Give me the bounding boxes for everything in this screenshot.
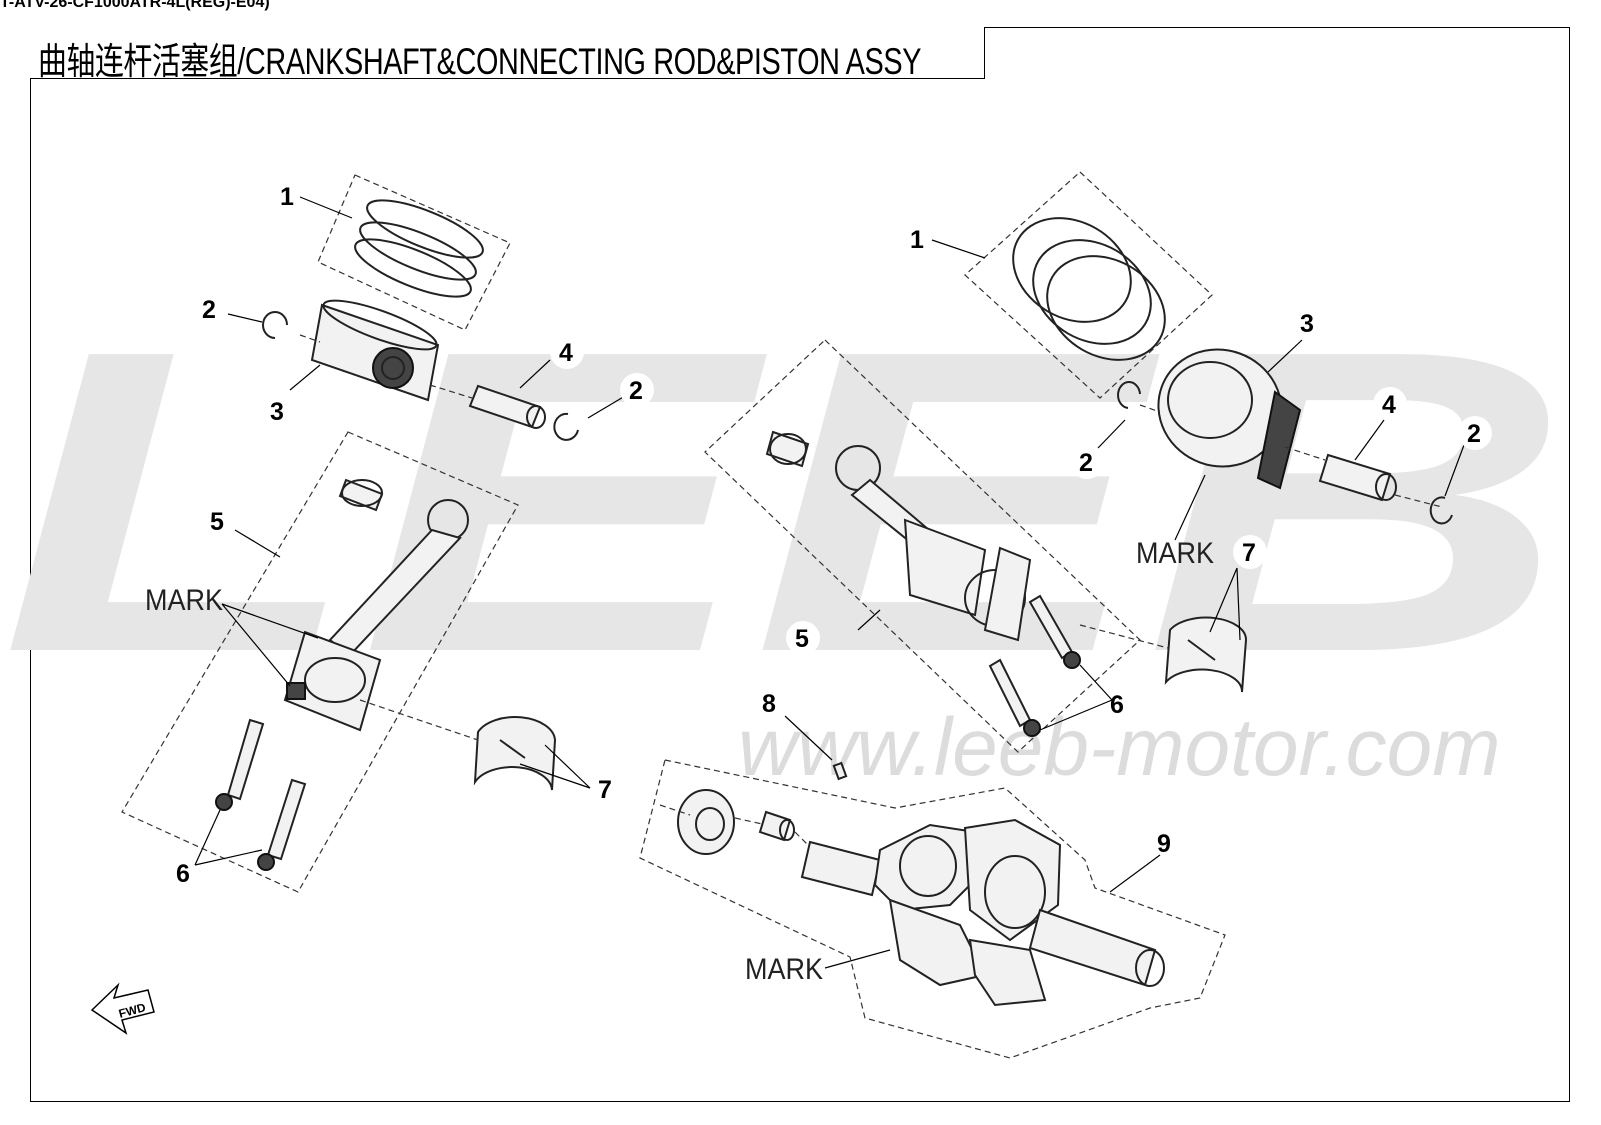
left-conrod-group-box: [121, 431, 519, 893]
left-rings-group-box: [317, 174, 511, 331]
callout-right-4: 4: [1382, 391, 1396, 419]
callout-right-1: 1: [910, 226, 924, 254]
left-circlip-b: [553, 412, 579, 441]
callout-left-6: 6: [176, 860, 190, 888]
callout-left-2b: 2: [629, 377, 643, 405]
callout-right-6: 6: [1110, 691, 1124, 719]
left-piston: [310, 299, 440, 402]
callout-right-2a: 2: [1079, 449, 1093, 477]
mark-label-right-piston: MARK: [1136, 537, 1214, 570]
callout-right-3: 3: [1300, 310, 1314, 338]
title-box: 曲轴连杆活塞组/CRANKSHAFT&CONNECTING ROD&PISTON…: [30, 27, 985, 82]
left-circlip-a: [262, 311, 288, 339]
fwd-label: FWD: [117, 1000, 147, 1021]
callout-right-7: 7: [1242, 539, 1256, 567]
right-piston: [1157, 348, 1302, 490]
callout-left-4: 4: [559, 339, 573, 367]
right-conrod: [765, 430, 1032, 642]
right-bearing-shells: [1164, 616, 1248, 693]
left-axis-line-a: [299, 334, 321, 343]
woodruff-key: [832, 761, 848, 781]
callout-left-1: 1: [280, 183, 294, 211]
callout-right-2b: 2: [1467, 420, 1481, 448]
mark-label-left-rod: MARK: [145, 584, 223, 617]
right-circlip-a: [1117, 381, 1141, 409]
left-conrod-bolts: [215, 718, 307, 871]
watermark-url: www.leeb-motor.com: [738, 702, 1501, 793]
left-bearing-shells: [473, 716, 557, 791]
callout-part-9: 9: [1157, 830, 1171, 858]
diagram-title: 曲轴连杆活塞组/CRANKSHAFT&CONNECTING ROD&PISTON…: [38, 41, 922, 82]
right-piston-rings: [1012, 217, 1166, 361]
crank-bushing: [758, 810, 795, 842]
callout-left-7: 7: [598, 776, 612, 804]
left-piston-rings: [354, 199, 484, 298]
callout-left-3: 3: [270, 398, 284, 426]
right-circlip-b: [1429, 496, 1453, 525]
left-conrod: [283, 478, 469, 732]
callout-left-2a: 2: [202, 296, 216, 324]
right-conrod-bolts: [988, 594, 1081, 737]
fwd-arrow-icon: FWD: [90, 982, 155, 1035]
crankshaft-group-box: [639, 759, 1226, 1059]
right-conrod-group-box: [704, 339, 1141, 753]
callout-right-5: 5: [795, 625, 809, 653]
left-piston-pin: [468, 384, 546, 429]
callout-left-5: 5: [210, 508, 224, 536]
crankshaft: [800, 818, 1165, 1007]
mark-label-crankshaft: MARK: [745, 953, 823, 986]
left-axis-line-b: [429, 384, 473, 399]
watermark-brand: LEEB: [0, 262, 1570, 742]
right-piston-pin: [1318, 453, 1397, 502]
left-shell-axis: [359, 699, 479, 741]
document-id: T-ATV-26-CF1000ATR-4L(REG)-E04): [0, 0, 270, 11]
callout-part-8: 8: [762, 690, 776, 718]
drive-gear: [677, 789, 735, 855]
right-rings-group-box: [964, 171, 1213, 399]
